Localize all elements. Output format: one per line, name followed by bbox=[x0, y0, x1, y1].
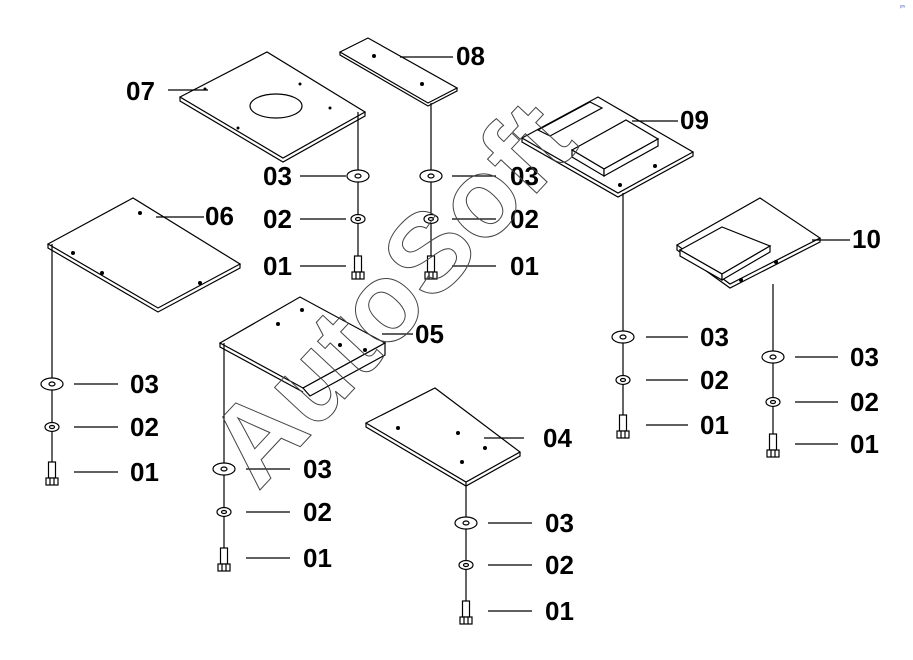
washer-03 bbox=[454, 516, 478, 530]
callout-02: 02 bbox=[303, 497, 332, 527]
bolt-01 bbox=[459, 600, 473, 625]
plate-06: 06 bbox=[46, 197, 242, 313]
callout-08: 08 bbox=[456, 41, 485, 71]
washer-03 bbox=[212, 462, 236, 476]
bolt-01 bbox=[424, 255, 438, 280]
callout-02: 02 bbox=[700, 365, 729, 395]
callout-03: 03 bbox=[700, 322, 729, 352]
plate-09: 09 bbox=[520, 96, 709, 198]
callout-01: 01 bbox=[303, 543, 332, 573]
bolt-01 bbox=[351, 255, 365, 280]
callout-07: 07 bbox=[126, 76, 155, 106]
lock-washer-02 bbox=[458, 559, 474, 571]
lock-washer-02 bbox=[765, 396, 781, 408]
callout-05: 05 bbox=[415, 319, 444, 349]
callout-02: 02 bbox=[850, 387, 879, 417]
callout-03: 03 bbox=[545, 508, 574, 538]
fastener-stack-05: 03 02 01 bbox=[212, 343, 332, 573]
lock-washer-02 bbox=[350, 213, 366, 225]
fastener-stack-09: 03 02 01 bbox=[611, 193, 729, 440]
callout-01: 01 bbox=[510, 251, 539, 281]
callout-02: 02 bbox=[130, 412, 159, 442]
plate-05: 05 bbox=[218, 296, 444, 397]
washer-03 bbox=[761, 350, 785, 364]
watermark-text: AutoSoft bbox=[184, 77, 598, 508]
watermark: AutoSoft bbox=[184, 77, 599, 509]
lock-washer-02 bbox=[615, 374, 631, 386]
callout-03: 03 bbox=[130, 369, 159, 399]
lock-washer-02 bbox=[423, 213, 439, 225]
fastener-stack-06: 03 02 01 bbox=[40, 244, 159, 487]
fastener-stacks: 03 02 01 03 02 01 03 02 01 03 02 01 03 02 01 03 02 01 03 02… bbox=[40, 103, 879, 626]
callout-03: 03 bbox=[303, 454, 332, 484]
callout-03: 03 bbox=[263, 161, 292, 191]
callout-04: 04 bbox=[543, 423, 572, 453]
corner-mark: ᵖʷ bbox=[900, 5, 905, 11]
callout-03: 03 bbox=[850, 342, 879, 372]
callout-06: 06 bbox=[205, 201, 234, 231]
callout-02: 02 bbox=[510, 204, 539, 234]
washer-03 bbox=[346, 169, 370, 183]
washer-03 bbox=[40, 377, 64, 391]
bolt-01 bbox=[45, 461, 59, 486]
washer-03 bbox=[419, 169, 443, 183]
callout-10: 10 bbox=[852, 224, 881, 254]
washer-03 bbox=[611, 330, 635, 344]
callout-03: 03 bbox=[510, 161, 539, 191]
fastener-stack-04: 03 02 01 bbox=[454, 482, 574, 626]
callout-01: 01 bbox=[850, 429, 879, 459]
callout-02: 02 bbox=[545, 550, 574, 580]
lock-washer-02 bbox=[44, 421, 60, 433]
bolt-01 bbox=[217, 547, 231, 572]
plate-04: 04 bbox=[364, 387, 572, 487]
callout-01: 01 bbox=[700, 410, 729, 440]
callout-01: 01 bbox=[263, 251, 292, 281]
fastener-stack-10: 03 02 01 bbox=[761, 284, 879, 459]
callout-02: 02 bbox=[263, 204, 292, 234]
plate-08: 08 bbox=[338, 37, 485, 107]
plate-10: 10 bbox=[675, 197, 881, 289]
callout-01: 01 bbox=[545, 596, 574, 626]
bolt-01 bbox=[766, 433, 780, 458]
callout-01: 01 bbox=[130, 457, 159, 487]
fastener-stack-07: 03 02 01 bbox=[263, 112, 370, 281]
plate-07: 07 bbox=[126, 51, 367, 163]
callout-09: 09 bbox=[680, 105, 709, 135]
bolt-01 bbox=[616, 414, 630, 439]
lock-washer-02 bbox=[216, 506, 232, 518]
fastener-stack-08: 03 02 01 bbox=[419, 103, 539, 281]
